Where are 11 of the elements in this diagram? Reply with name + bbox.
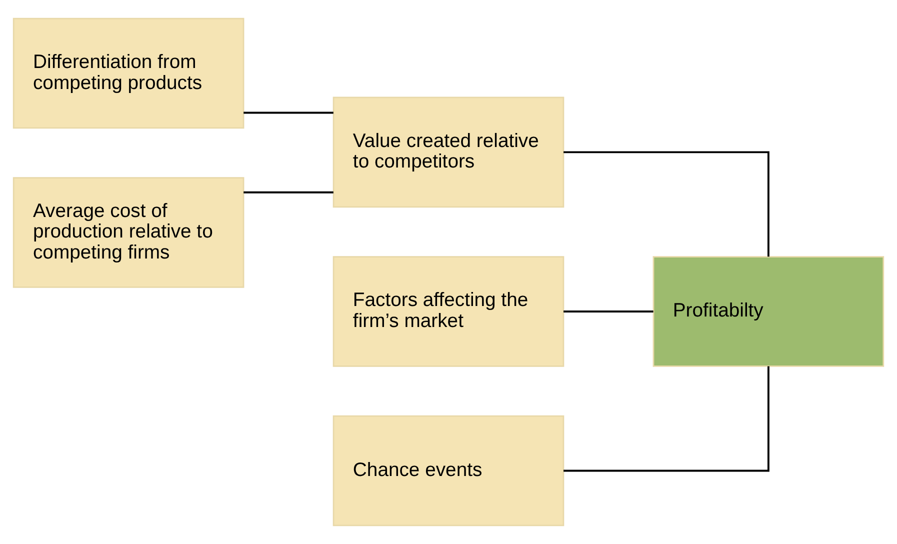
node-box: Factors affecting the firm’s market (332, 256, 564, 367)
node-box: Value created relative to competitors (332, 96, 564, 208)
node-box: Average cost of production relative to competing firms (12, 177, 244, 288)
node-box: Differentiation from competing products (12, 18, 244, 129)
connector (564, 310, 654, 312)
connector (564, 151, 770, 257)
node-box: Chance events (332, 415, 564, 526)
connector (244, 112, 334, 114)
node-box: Profitabilty (652, 256, 884, 367)
connector (564, 366, 770, 472)
connector (244, 191, 334, 194)
